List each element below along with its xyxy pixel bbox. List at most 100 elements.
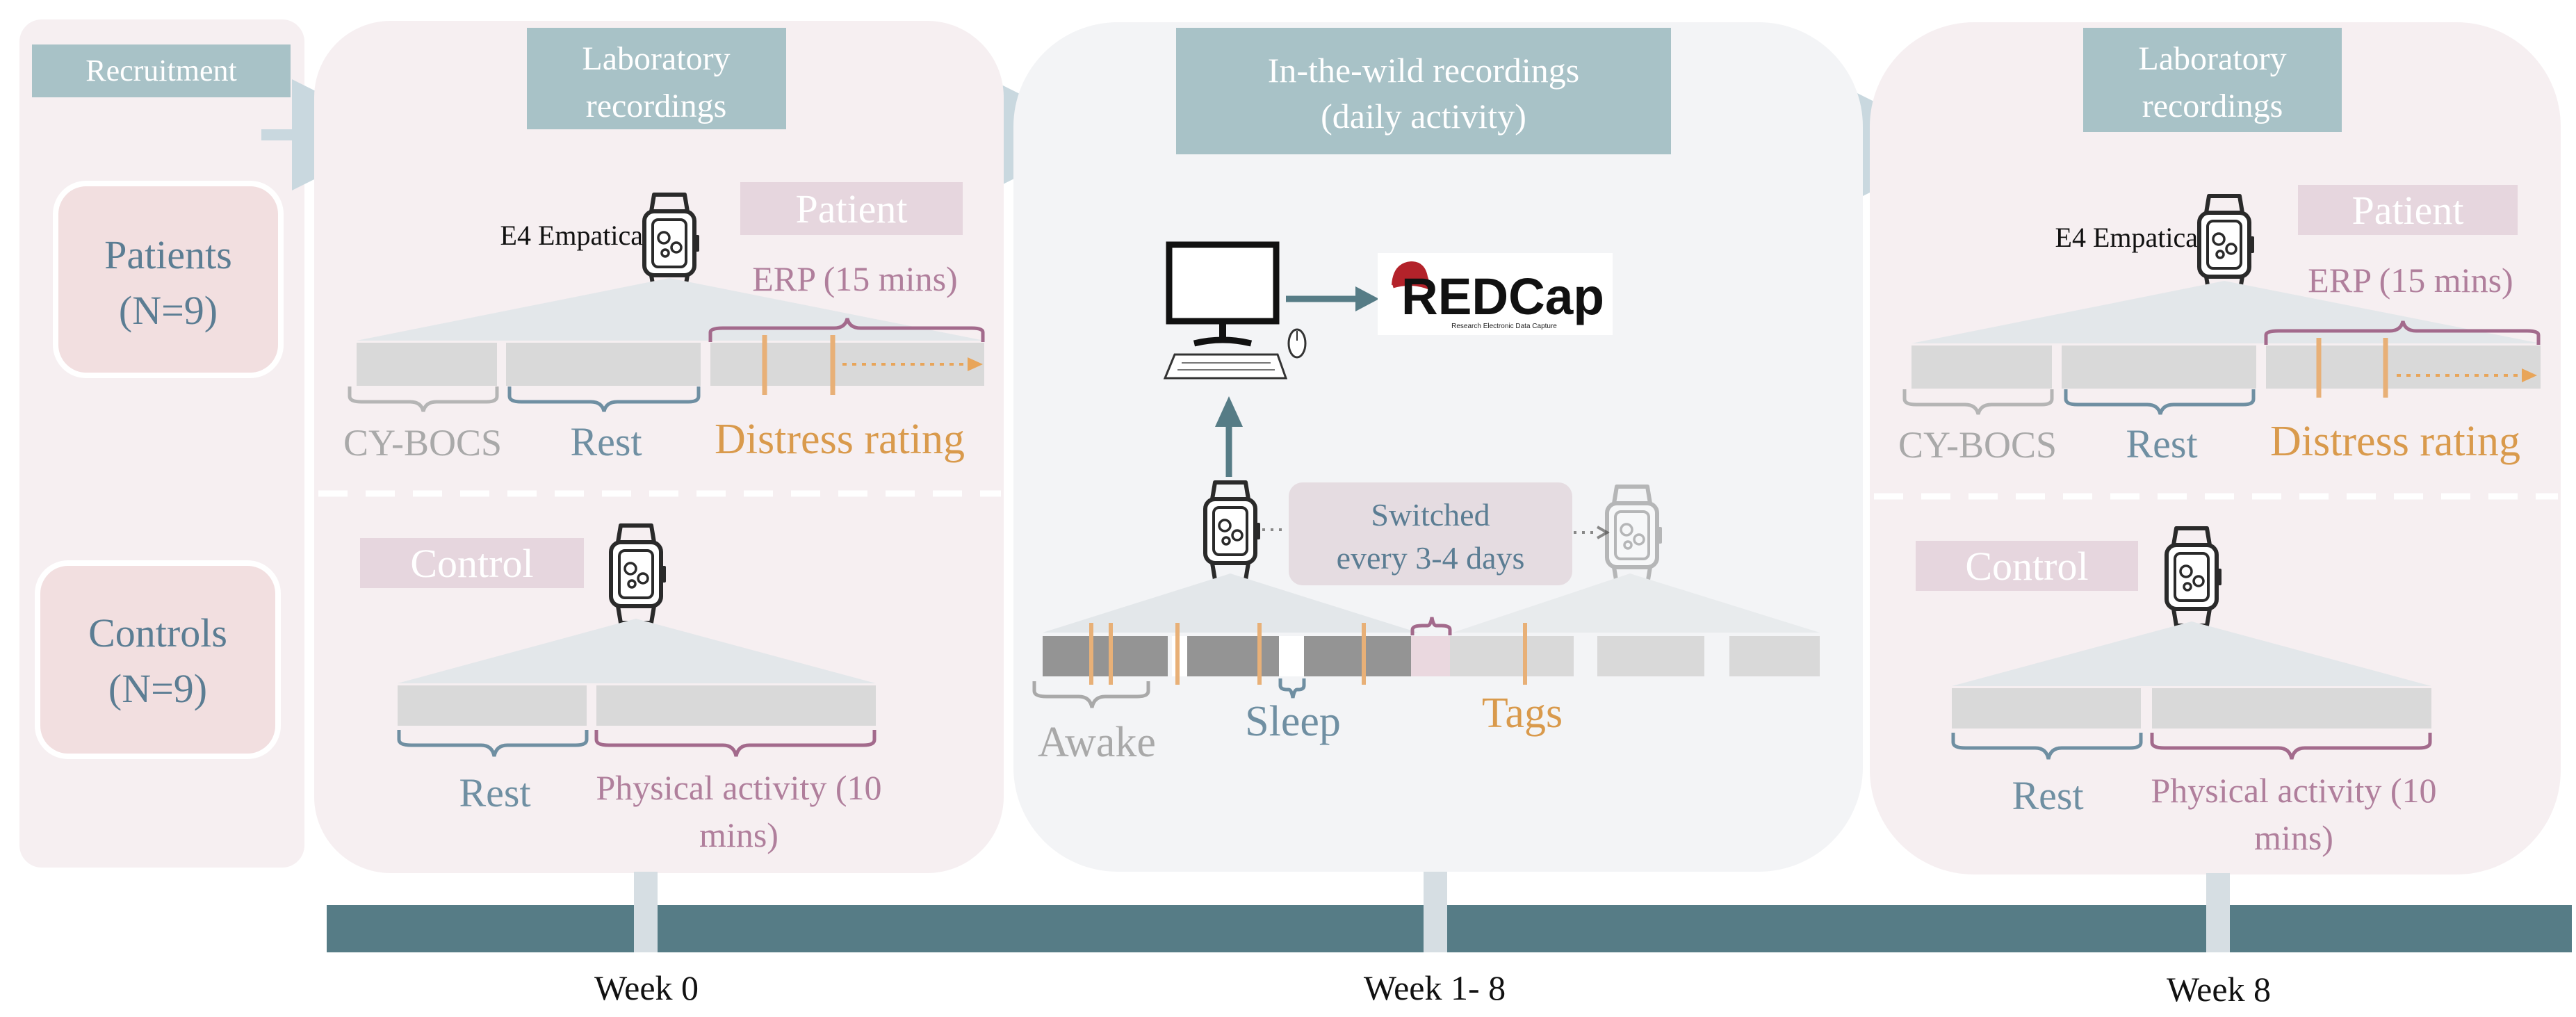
week-start-label: Week 0 — [594, 968, 699, 1007]
sleep-brace — [1278, 678, 1306, 699]
strip-sleep-gap — [1279, 636, 1304, 676]
strip-next — [1729, 636, 1820, 676]
erp-brace — [2264, 320, 2541, 345]
physical-brace — [2150, 733, 2432, 760]
cybocs-brace — [348, 387, 499, 412]
timeline-tick-week0 — [634, 872, 658, 952]
continuation-arrowhead — [968, 357, 983, 371]
strip-awake — [1043, 636, 1168, 676]
rest-label: Rest — [570, 419, 642, 464]
tags-label: Tags — [1482, 690, 1563, 737]
strip-next — [1597, 636, 1704, 676]
awake-brace — [1032, 681, 1150, 708]
timeline-tick-week1-8 — [1424, 872, 1447, 952]
physical-label-line1: Physical activity (10 — [2151, 771, 2436, 810]
control-rest-label: Rest — [459, 770, 530, 815]
lab-header — [527, 28, 786, 129]
week-mid-label: Week 1- 8 — [1364, 968, 1506, 1007]
wild-header-line1: In-the-wild recordings — [1268, 51, 1579, 90]
patient-session-wedge — [1911, 281, 2541, 343]
segment-control-rest — [1952, 688, 2141, 729]
segment-physical — [2152, 688, 2431, 729]
switch-label-line1: Switched — [1371, 497, 1490, 532]
patients-box — [53, 181, 284, 378]
lab-header — [2083, 28, 2342, 132]
wild-wedge-active — [1043, 573, 1418, 633]
segment-control-rest — [398, 685, 587, 726]
strip-awake — [1304, 636, 1411, 676]
lab-header-line2: recordings — [586, 88, 727, 124]
control-badge — [1916, 541, 2138, 591]
patient-badge-label: Patient — [795, 186, 907, 231]
lab-panel-week8: Laboratory recordings E4 Empatica Patien… — [1870, 22, 2561, 874]
cybocs-brace — [1902, 389, 2054, 415]
lab-header-line1: Laboratory — [2138, 40, 2286, 77]
upload-arrowhead — [1355, 286, 1379, 311]
sync-arrowhead — [1215, 396, 1243, 427]
erp-label: ERP (15 mins) — [2308, 261, 2513, 300]
timeline: Week 0 Week 1- 8 Week 8 — [327, 872, 2572, 1009]
physical-label-line1: Physical activity (10 — [596, 768, 881, 807]
control-session-wedge — [1952, 621, 2431, 686]
patients-label: Patients — [104, 232, 232, 277]
wild-wedge-next — [1453, 573, 1820, 633]
cybocs-label: CY-BOCS — [343, 422, 502, 464]
controls-count: (N=9) — [108, 666, 207, 711]
control-badge-label: Control — [1965, 544, 2088, 589]
timeline-bar — [327, 905, 2572, 952]
segment-cybocs — [357, 343, 497, 386]
strip-awake — [1187, 636, 1279, 676]
segment-rest — [2062, 345, 2256, 389]
distress-label: Distress rating — [715, 416, 965, 463]
distress-label: Distress rating — [2270, 418, 2520, 465]
recruitment-column: Recruitment Patients (N=9) Controls (N=9… — [19, 19, 304, 868]
erp-brace — [708, 318, 985, 342]
rest-label: Rest — [2126, 421, 2197, 466]
wild-header — [1176, 28, 1671, 154]
erp-label: ERP (15 mins) — [752, 259, 957, 298]
segment-physical — [596, 685, 876, 726]
recruitment-header — [32, 44, 291, 97]
switch-label-line2: every 3-4 days — [1337, 540, 1525, 576]
overlap-brace — [1410, 617, 1452, 635]
lab-panel-week0: Laboratory recordings E4 Empatica Patien… — [314, 21, 1004, 873]
switch-box — [1289, 482, 1572, 585]
continuation-arrowhead — [2522, 368, 2537, 382]
rest-brace — [507, 387, 701, 412]
physical-label-line2: mins) — [699, 815, 778, 854]
segment-rest — [506, 343, 701, 386]
wild-panel: In-the-wild recordings (daily activity) … — [1013, 22, 1863, 872]
patient-session-wedge — [357, 278, 984, 341]
physical-label-line2: mins) — [2254, 818, 2333, 857]
physical-brace — [594, 730, 877, 757]
control-rest-brace — [1951, 733, 2143, 760]
awake-label: Awake — [1038, 719, 1156, 766]
patient-badge — [740, 182, 963, 235]
segment-cybocs — [1911, 345, 2052, 389]
lab-header-line2: recordings — [2142, 88, 2283, 124]
recruitment-header-label: Recruitment — [85, 54, 237, 88]
wild-header-line2: (daily activity) — [1321, 97, 1526, 136]
strip-overlap — [1411, 636, 1450, 676]
control-rest-brace — [397, 730, 589, 757]
computer-icon — [1163, 241, 1307, 380]
sleep-label: Sleep — [1245, 698, 1341, 745]
timeline-tick-week8 — [2206, 873, 2230, 952]
controls-box — [35, 560, 281, 759]
patient-badge — [2298, 185, 2518, 235]
rest-brace — [2064, 389, 2256, 415]
redcap-tagline: Research Electronic Data Capture — [1451, 323, 1557, 330]
control-rest-label: Rest — [2012, 773, 2083, 818]
patient-badge-label: Patient — [2351, 188, 2463, 233]
controls-label: Controls — [88, 610, 227, 656]
patients-count: (N=9) — [119, 288, 218, 333]
device-label: E4 Empatica — [500, 220, 644, 251]
segment-erp — [2266, 345, 2541, 389]
control-badge — [360, 538, 584, 588]
device-label: E4 Empatica — [2055, 222, 2199, 253]
segment-erp — [710, 343, 984, 386]
control-session-wedge — [398, 619, 876, 683]
cybocs-label: CY-BOCS — [1898, 424, 2057, 466]
week-end-label: Week 8 — [2167, 970, 2271, 1009]
